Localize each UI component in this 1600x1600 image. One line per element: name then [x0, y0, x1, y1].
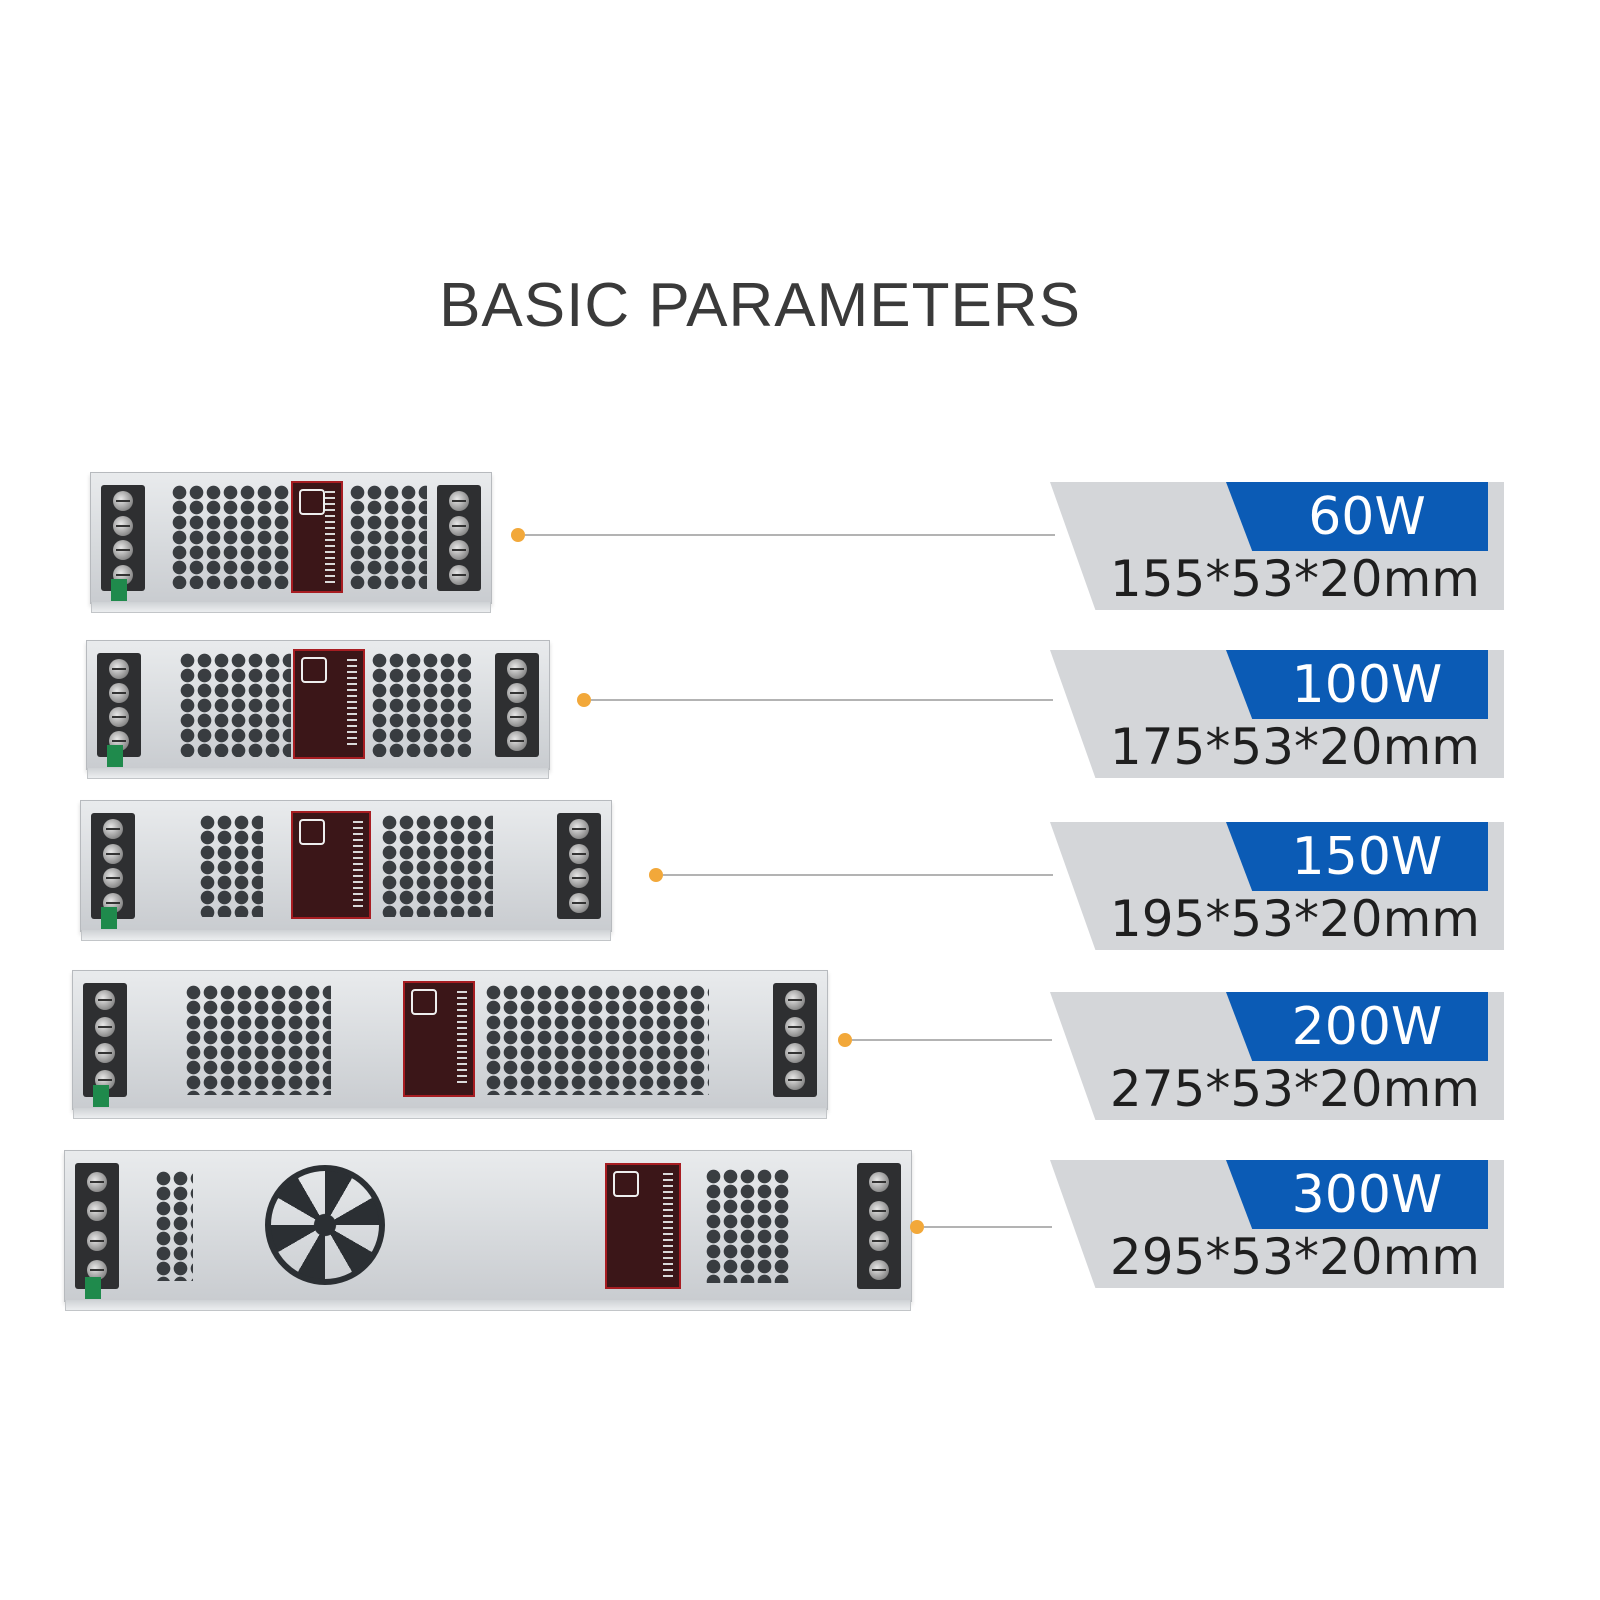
- spec-card: 300W 295*53*20mm: [1050, 1160, 1504, 1288]
- connector-line: [924, 1226, 1052, 1228]
- connector-dot: [511, 528, 525, 542]
- vent-grille-icon: [485, 985, 709, 1095]
- power-supply-image: [86, 640, 550, 779]
- power-supply-image: [80, 800, 612, 941]
- power-rating-tag: 150W: [1226, 822, 1488, 891]
- power-rating-tag: 300W: [1226, 1160, 1488, 1229]
- vent-grille-icon: [179, 653, 291, 757]
- terminal-block-icon: [83, 983, 127, 1097]
- terminal-block-icon: [857, 1163, 901, 1289]
- dimensions-text: 195*53*20mm: [1109, 890, 1480, 948]
- terminal-block-icon: [101, 485, 145, 591]
- product-label-icon: [291, 481, 343, 593]
- power-supply-image: [72, 970, 828, 1119]
- spec-card: 150W 195*53*20mm: [1050, 822, 1504, 950]
- power-supply-image: [90, 472, 492, 613]
- vent-grille-icon: [199, 815, 263, 917]
- connector-line: [591, 699, 1053, 701]
- dimensions-text: 155*53*20mm: [1109, 550, 1480, 608]
- power-rating-tag: 60W: [1226, 482, 1488, 551]
- product-label-icon: [293, 649, 365, 759]
- vent-grille-icon: [171, 485, 289, 589]
- page-title: BASIC PARAMETERS: [439, 271, 1081, 340]
- dimensions-text: 275*53*20mm: [1109, 1060, 1480, 1118]
- connector-line: [663, 874, 1053, 876]
- product-label-icon: [605, 1163, 681, 1289]
- dimensions-text: 295*53*20mm: [1109, 1228, 1480, 1286]
- terminal-block-icon: [495, 653, 539, 757]
- terminal-block-icon: [97, 653, 141, 757]
- connector-line: [525, 534, 1055, 536]
- connector-dot: [649, 868, 663, 882]
- terminal-block-icon: [91, 813, 135, 919]
- connector-dot: [838, 1033, 852, 1047]
- spec-card: 100W 175*53*20mm: [1050, 650, 1504, 778]
- product-label-icon: [291, 811, 371, 919]
- terminal-block-icon: [557, 813, 601, 919]
- terminal-block-icon: [437, 485, 481, 591]
- power-rating-tag: 100W: [1226, 650, 1488, 719]
- terminal-block-icon: [75, 1163, 119, 1289]
- vent-grille-icon: [371, 653, 471, 757]
- spec-card: 60W 155*53*20mm: [1050, 482, 1504, 610]
- connector-dot: [910, 1220, 924, 1234]
- dimensions-text: 175*53*20mm: [1109, 718, 1480, 776]
- spec-card: 200W 275*53*20mm: [1050, 992, 1504, 1120]
- connector-dot: [577, 693, 591, 707]
- vent-grille-icon: [155, 1171, 193, 1281]
- terminal-block-icon: [773, 983, 817, 1097]
- vent-grille-icon: [349, 485, 427, 589]
- vent-grille-icon: [705, 1169, 789, 1283]
- power-supply-image: [64, 1150, 912, 1311]
- product-label-icon: [403, 981, 475, 1097]
- vent-grille-icon: [185, 985, 331, 1095]
- vent-grille-icon: [381, 815, 493, 917]
- fan-icon: [265, 1165, 385, 1285]
- power-rating-tag: 200W: [1226, 992, 1488, 1061]
- connector-line: [852, 1039, 1052, 1041]
